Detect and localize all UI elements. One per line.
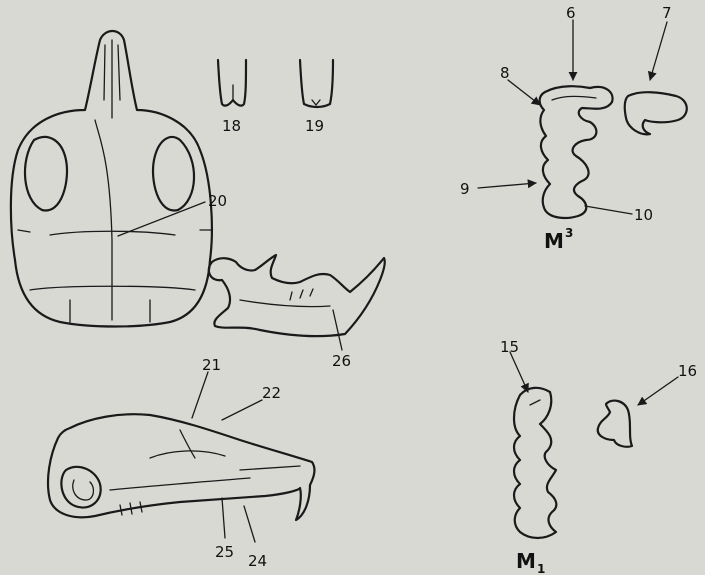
- leader-26: [333, 310, 342, 350]
- label-m3-index: 3: [565, 226, 573, 240]
- label-21: 21: [202, 356, 221, 374]
- label-8: 8: [500, 64, 510, 82]
- skull-dorsal-view: [11, 31, 212, 327]
- leader-22: [222, 400, 262, 420]
- leader-10: [585, 206, 632, 214]
- label-18: 18: [222, 117, 241, 135]
- skull-lateral-view: [48, 414, 314, 520]
- arrow-8: [508, 80, 540, 105]
- leader-21: [192, 372, 208, 418]
- label-16: 16: [678, 362, 697, 380]
- arrow-7: [650, 22, 667, 80]
- leader-25: [222, 498, 225, 538]
- arrow-15: [510, 352, 528, 392]
- incisor-19: [300, 60, 333, 107]
- label-26: 26: [332, 352, 351, 370]
- label-22: 22: [262, 384, 281, 402]
- arrow-9: [478, 183, 536, 188]
- label-m1: M 1: [516, 549, 545, 575]
- leader-24: [244, 506, 255, 542]
- label-m3: M 3: [544, 226, 573, 253]
- label-15: 15: [500, 338, 519, 356]
- label-m1-index: 1: [537, 562, 545, 575]
- label-9: 9: [460, 180, 470, 198]
- molar-m1-occlusal: [514, 388, 556, 538]
- label-25: 25: [215, 543, 234, 561]
- molar-m3-fragment-7: [625, 92, 687, 134]
- label-m3-letter: M: [544, 229, 564, 253]
- label-24: 24: [248, 552, 267, 570]
- label-19: 19: [305, 117, 324, 135]
- molar-m1-fragment-16: [598, 401, 632, 447]
- label-10: 10: [634, 206, 653, 224]
- label-6: 6: [566, 4, 576, 22]
- arrow-16: [638, 377, 678, 405]
- label-m1-letter: M: [516, 549, 536, 573]
- label-20: 20: [208, 192, 227, 210]
- label-7: 7: [662, 4, 672, 22]
- incisor-18: [218, 60, 246, 106]
- molar-m3-occlusal: [540, 86, 613, 218]
- mandible: [209, 255, 385, 336]
- leader-20: [118, 202, 205, 236]
